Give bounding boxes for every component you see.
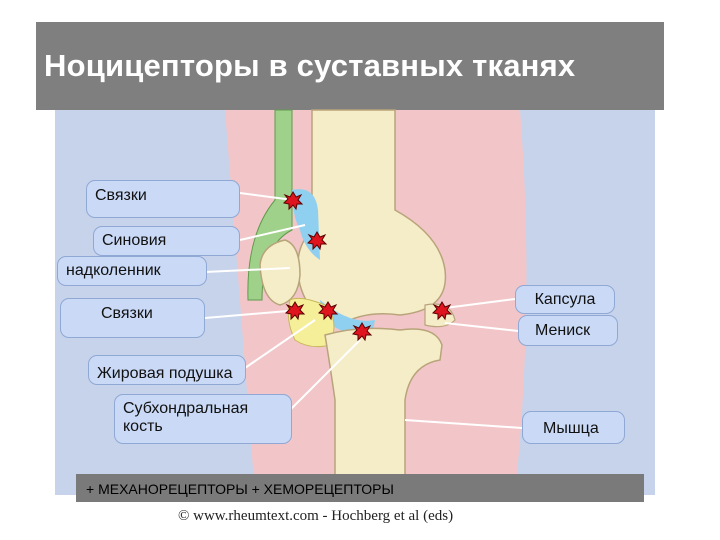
label-patella: надколенник [57, 256, 207, 286]
page-title: Ноцицепторы в суставных тканях [44, 48, 576, 83]
pointer-line-muscle [404, 419, 523, 429]
label-synovium: Синовия [93, 226, 240, 256]
image-credit: © www.rheumtext.com - Hochberg et al (ed… [178, 508, 454, 524]
quadriceps-tendon [247, 109, 293, 301]
pointer-line-capsule [444, 298, 516, 309]
label-subchondral: Субхондральная кость [114, 394, 292, 444]
label-capsule: Капсула [515, 285, 615, 314]
pointer-line-synovium [239, 224, 306, 241]
pointer-line-fat-pad [244, 319, 316, 369]
pointer-line-ligaments-top [239, 192, 294, 201]
label-meniscus: Мениск [518, 315, 618, 346]
nociceptor-marker [431, 301, 453, 321]
pointer-line-patella [204, 267, 291, 273]
title-bar [36, 22, 664, 110]
label-ligaments-bottom: Связки [60, 298, 205, 338]
tibia [324, 327, 443, 496]
nociceptor-marker [306, 231, 328, 251]
patella [259, 239, 301, 306]
nociceptor-marker [351, 322, 373, 342]
nociceptor-markers [282, 191, 453, 342]
pointer-lines [204, 192, 523, 429]
nociceptor-marker [282, 191, 304, 211]
label-fat-pad: Жировая подушка [88, 355, 246, 385]
pointer-line-meniscus [444, 322, 519, 332]
label-ligaments-top: Связки [86, 180, 240, 218]
nociceptor-marker [317, 301, 339, 321]
pointer-line-subchondral [289, 339, 361, 411]
pointer-line-ligaments-bottom [204, 309, 301, 319]
label-muscle: Мышца [522, 411, 625, 444]
legend-bar: + МЕХАНОРЕЦЕПТОРЫ + ХЕМОРЕЦЕПТОРЫ [76, 474, 644, 502]
nociceptor-marker [284, 301, 306, 321]
